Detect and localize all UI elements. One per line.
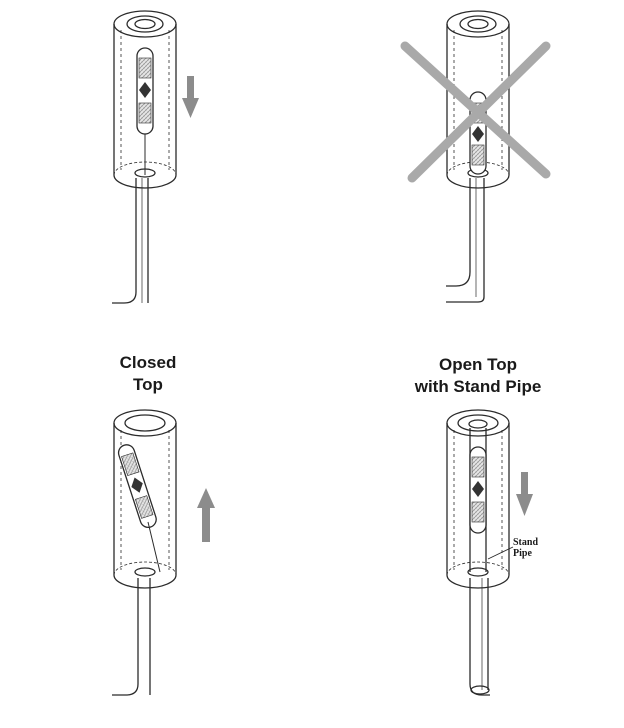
- housing-3: [113, 409, 177, 589]
- cartridge-3: [117, 444, 157, 529]
- caption-line: Top: [133, 375, 163, 394]
- cartridge-1: [136, 47, 154, 175]
- caption-line: with Stand Pipe: [414, 377, 542, 396]
- incorrect-x-icon: [400, 41, 551, 183]
- pipe-4: [469, 578, 490, 696]
- panel-insert-wrong: [446, 10, 510, 303]
- panel-open-top-stand-pipe: [446, 409, 514, 696]
- panel-closed-top: [112, 409, 177, 696]
- housing-4: [446, 409, 510, 589]
- panel-insert-standard: [112, 10, 177, 304]
- stand-pipe-leader-line: [487, 546, 514, 560]
- up-arrow-icon: [197, 488, 215, 542]
- caption-line: Open Top: [438, 355, 518, 374]
- pipe-3: [112, 578, 151, 696]
- label-line: Stand: [513, 537, 539, 548]
- caption-open-top: Open Top with Stand Pipe: [398, 354, 558, 398]
- cartridge-4: [469, 446, 487, 534]
- caption-line: Closed: [119, 353, 177, 372]
- down-arrow-icon: [182, 76, 199, 118]
- label-line: Pipe: [513, 548, 532, 559]
- down-arrow-icon: [516, 472, 533, 516]
- pipe-2: [446, 178, 485, 303]
- stand-pipe-label: Stand Pipe: [513, 537, 538, 559]
- caption-closed-top: Closed Top: [88, 352, 208, 396]
- pipe-1: [112, 178, 149, 304]
- stem-3: [147, 521, 161, 573]
